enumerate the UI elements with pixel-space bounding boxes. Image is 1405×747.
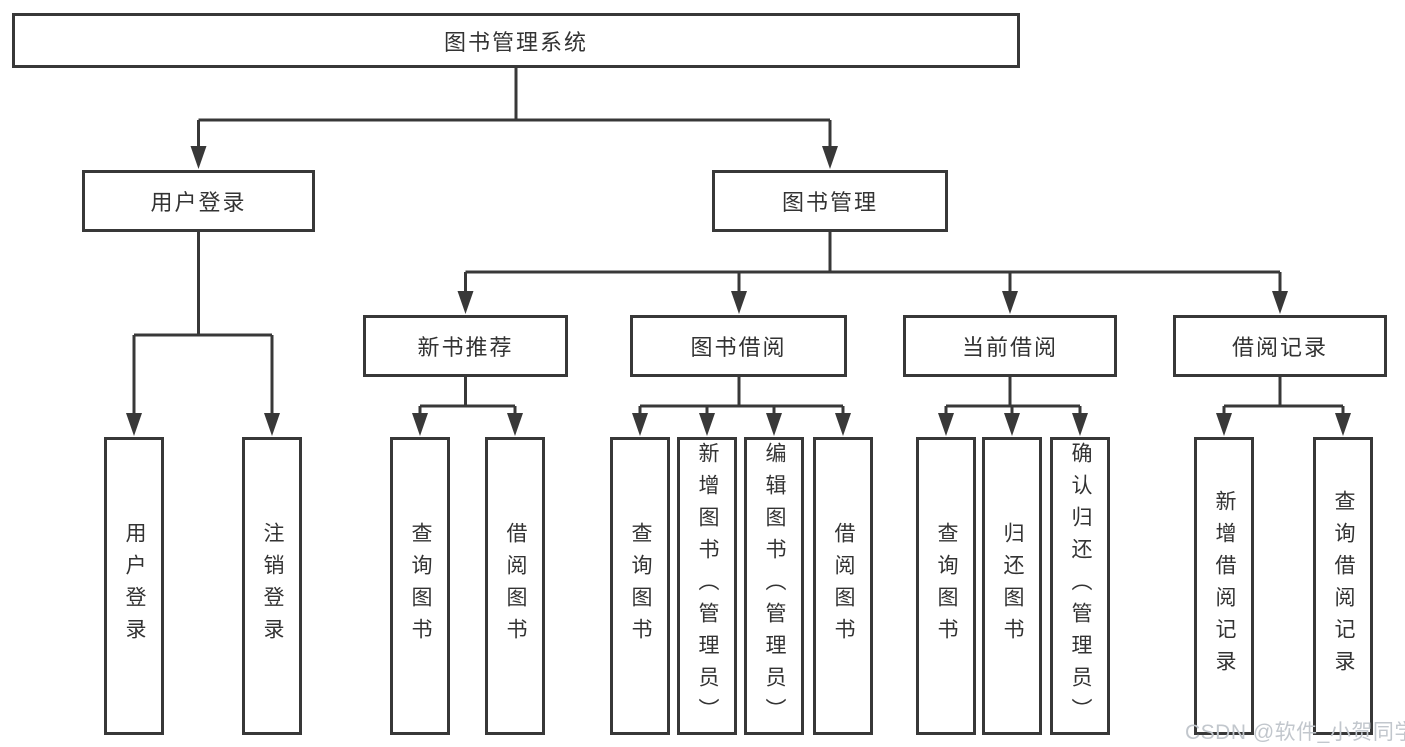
watermark: CSDN @软件_小贺同学 [1185,721,1405,744]
leaf-confirm-return-admin-label: 确认归还（管理员） [1069,442,1092,730]
node-book-borrow: 图书借阅 [630,315,847,377]
node-root-label: 图书管理系统 [443,29,588,55]
leaf-edit-book-admin: 编辑图书（管理员） [744,437,804,735]
leaf-query-books-current-label: 查询图书 [935,522,958,650]
leaf-add-borrow-record: 新增借阅记录 [1194,437,1254,735]
leaf-logout: 注销登录 [242,437,302,735]
node-root: 图书管理系统 [12,13,1020,68]
leaf-user-login-label: 用户登录 [123,522,146,650]
leaf-confirm-return-admin: 确认归还（管理员） [1050,437,1110,735]
leaf-query-books-borrow: 查询图书 [610,437,670,735]
leaf-borrow-books-label: 借阅图书 [832,522,855,650]
leaf-borrow-books-recommend: 借阅图书 [485,437,545,735]
leaf-user-login: 用户登录 [104,437,164,735]
leaf-return-books: 归还图书 [982,437,1042,735]
leaf-query-books-recommend: 查询图书 [390,437,450,735]
leaf-add-book-admin-label: 新增图书（管理员） [696,442,719,730]
leaf-query-borrow-record: 查询借阅记录 [1313,437,1373,735]
node-new-book-recommend-label: 新书推荐 [417,335,514,360]
arrowhead-icons [126,146,1351,436]
node-current-borrow: 当前借阅 [903,315,1117,377]
node-book-management: 图书管理 [712,170,948,232]
leaf-query-books-recommend-label: 查询图书 [409,522,432,650]
node-book-borrow-label: 图书借阅 [690,335,787,360]
node-current-borrow-label: 当前借阅 [961,335,1058,360]
leaf-query-books-borrow-label: 查询图书 [629,522,652,650]
leaf-logout-label: 注销登录 [261,522,284,650]
leaf-query-borrow-record-label: 查询借阅记录 [1332,490,1355,682]
node-user-login: 用户登录 [82,170,315,232]
leaf-add-borrow-record-label: 新增借阅记录 [1213,490,1236,682]
node-book-management-label: 图书管理 [781,190,878,215]
leaf-query-books-current: 查询图书 [916,437,976,735]
node-user-login-label: 用户登录 [150,190,247,215]
leaf-add-book-admin: 新增图书（管理员） [677,437,737,735]
leaf-borrow-books: 借阅图书 [813,437,873,735]
leaf-borrow-books-recommend-label: 借阅图书 [504,522,527,650]
node-borrow-records-label: 借阅记录 [1231,335,1328,360]
node-new-book-recommend: 新书推荐 [363,315,568,377]
leaf-edit-book-admin-label: 编辑图书（管理员） [763,442,786,730]
node-borrow-records: 借阅记录 [1173,315,1387,377]
leaf-return-books-label: 归还图书 [1001,522,1024,650]
